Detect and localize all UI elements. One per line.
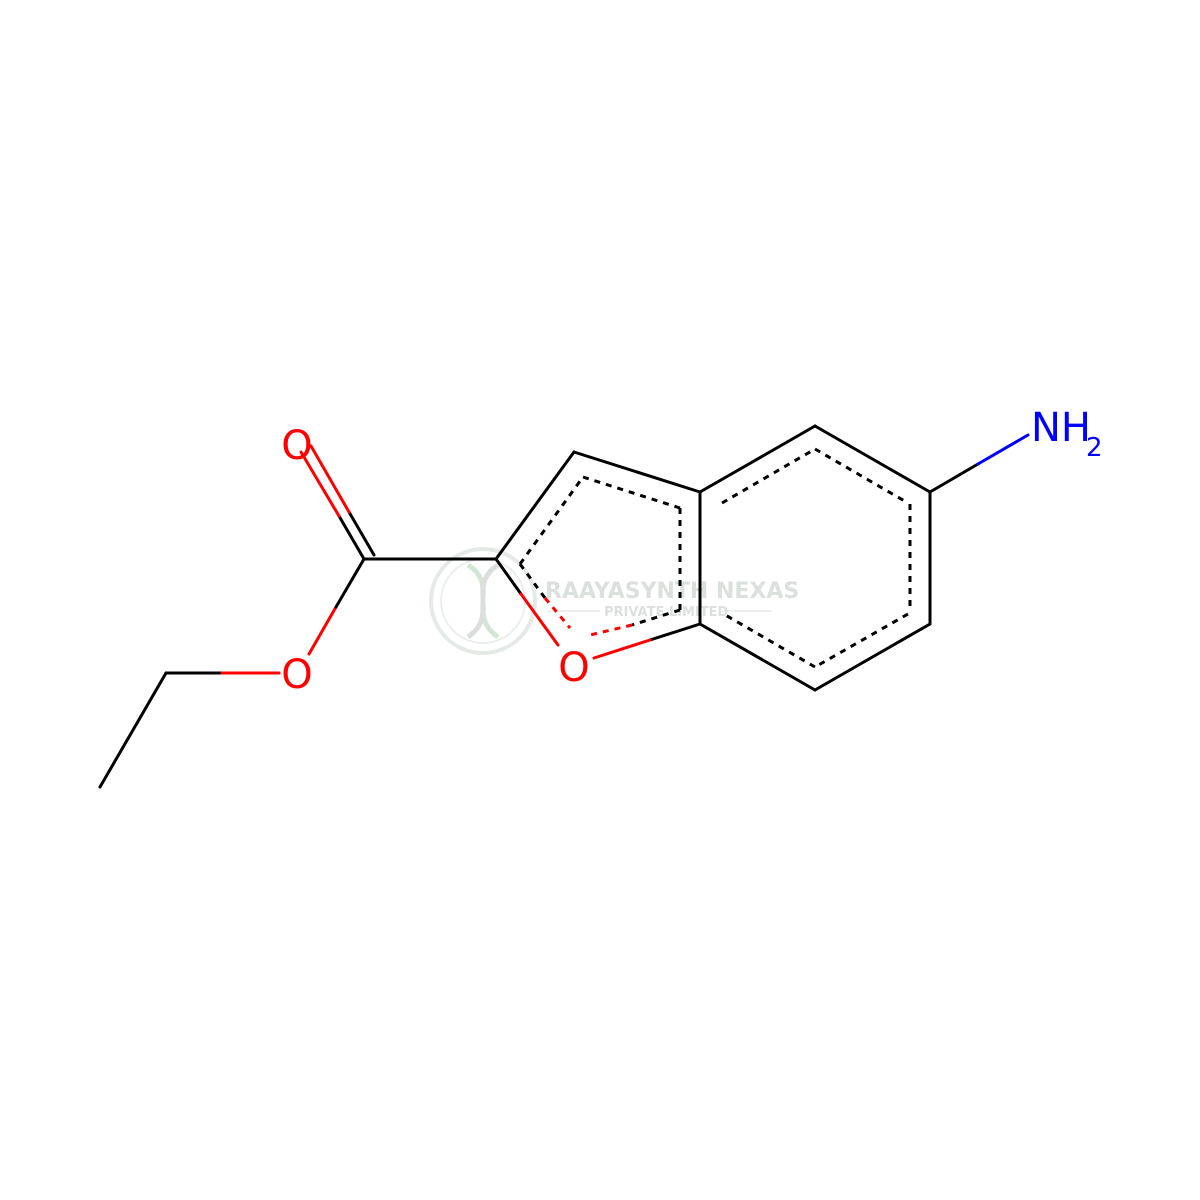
amine-subscript-label: 2	[1086, 433, 1103, 463]
aromatic-c2-c3	[518, 476, 585, 565]
bond-c3a-c4	[698, 424, 817, 494]
aromatic-c7-c7a	[721, 611, 816, 669]
ester-oxygen-label: O	[281, 652, 312, 698]
carbonyl-oxygen-label: O	[281, 423, 312, 469]
bond-co-double-b-red	[309, 444, 351, 514]
ring-oxygen-label: O	[558, 645, 589, 691]
watermark-logo-icon	[429, 547, 537, 655]
aromatic-c3a-c4	[721, 447, 816, 505]
watermark-line1: RAAYASYNTH NEXAS	[545, 579, 799, 604]
bond-c5-n-black	[928, 462, 980, 494]
bond-ester-o-c-black	[334, 557, 366, 609]
bond-c7a-o-red	[592, 638, 652, 660]
bond-c2-o-red	[519, 592, 560, 647]
aromatic-c7a-o-black	[631, 608, 681, 627]
amine-nitrogen-label: NH	[1031, 405, 1091, 451]
bond-co-double-b-black	[347, 510, 376, 557]
atom-labels: O O O NH 2	[281, 405, 1102, 698]
bond-c2-o-black	[494, 557, 523, 596]
watermark: RAAYASYNTH NEXAS PRIVATE LIMITED	[429, 547, 799, 655]
watermark-line2: PRIVATE LIMITED	[604, 605, 729, 620]
bonds	[98, 424, 1030, 789]
aromatic-c3-c3a	[582, 475, 681, 510]
bond-c4-c5	[813, 424, 932, 494]
bond-ester-o-c-red	[307, 605, 338, 656]
bond-c3-c3a	[572, 450, 702, 494]
aromatic-c6-c7	[814, 612, 909, 669]
bond-c2-c3	[494, 450, 576, 561]
bond-c6-c7	[813, 622, 932, 692]
bond-co-double-a-black	[337, 514, 366, 561]
bond-c5-n-blue	[976, 433, 1030, 466]
aromatic-c7a-o-red	[585, 623, 633, 638]
aromatic-bonds	[518, 447, 912, 669]
bond-co-double-a-red	[299, 450, 341, 518]
bond-c7-c7a	[698, 622, 817, 692]
bond-c7a-o-black	[648, 622, 702, 642]
aromatic-c4-c5	[814, 447, 909, 505]
amine-nh-text: NH	[1031, 405, 1091, 451]
bond-ch3-ch2	[98, 671, 168, 789]
